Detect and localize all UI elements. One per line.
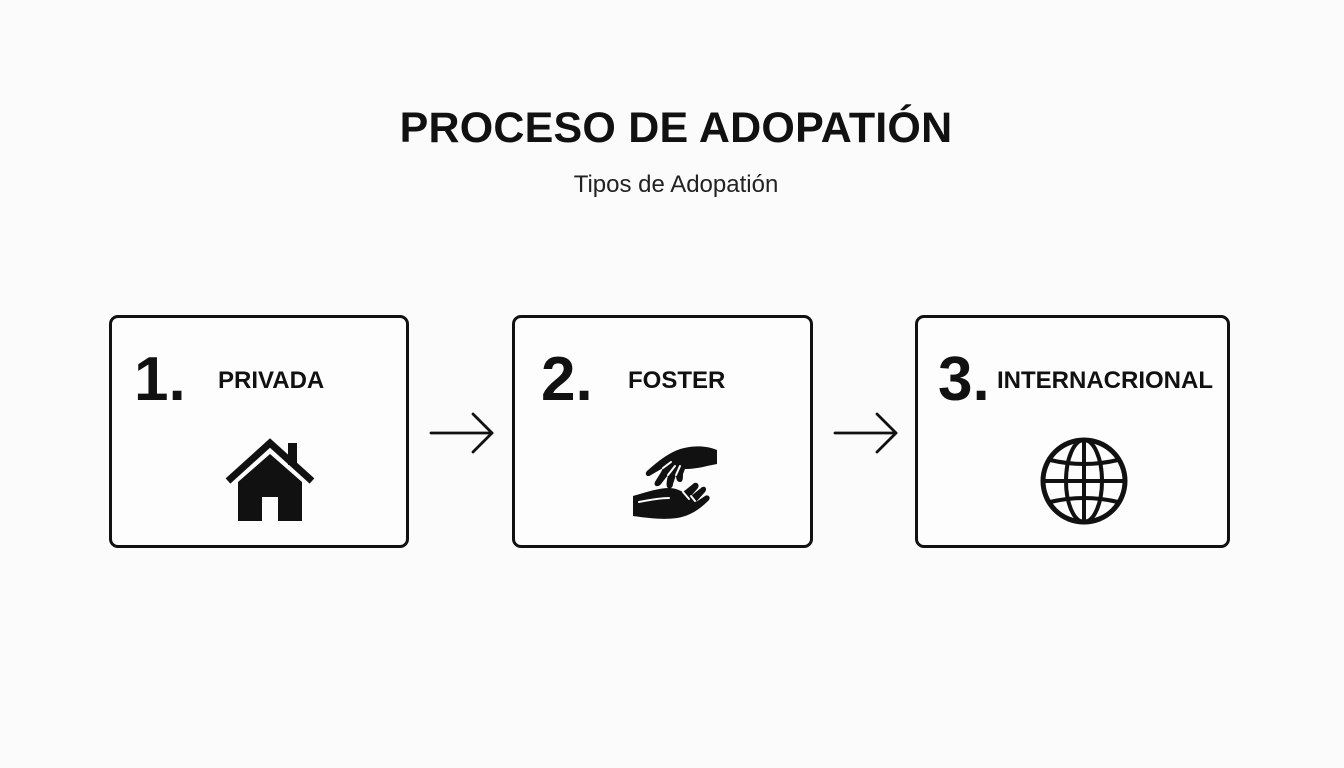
arrow-right-icon	[833, 412, 898, 454]
step-number: 2.	[541, 345, 593, 414]
diagram-subtitle: Tipos de Adopatión	[573, 171, 779, 198]
diagram-title: PROCESO DE ADOPATIÓN	[399, 104, 953, 152]
step-card-internacional: 3. INTERNACRIONAL	[915, 315, 1230, 548]
arrow-right-icon	[429, 412, 494, 454]
step-number: 3.	[938, 345, 990, 414]
step-number: 1.	[134, 345, 186, 414]
helping-hands-icon	[633, 446, 717, 519]
globe-icon	[1040, 437, 1128, 525]
step-card-foster: 2. FOSTER	[512, 315, 813, 548]
step-label: PRIVADA	[218, 367, 325, 394]
step-label: FOSTER	[628, 367, 726, 394]
step-card-privada: 1. PRIVADA	[109, 315, 409, 548]
house-icon	[225, 438, 315, 521]
step-label: INTERNACRIONAL	[997, 367, 1213, 394]
